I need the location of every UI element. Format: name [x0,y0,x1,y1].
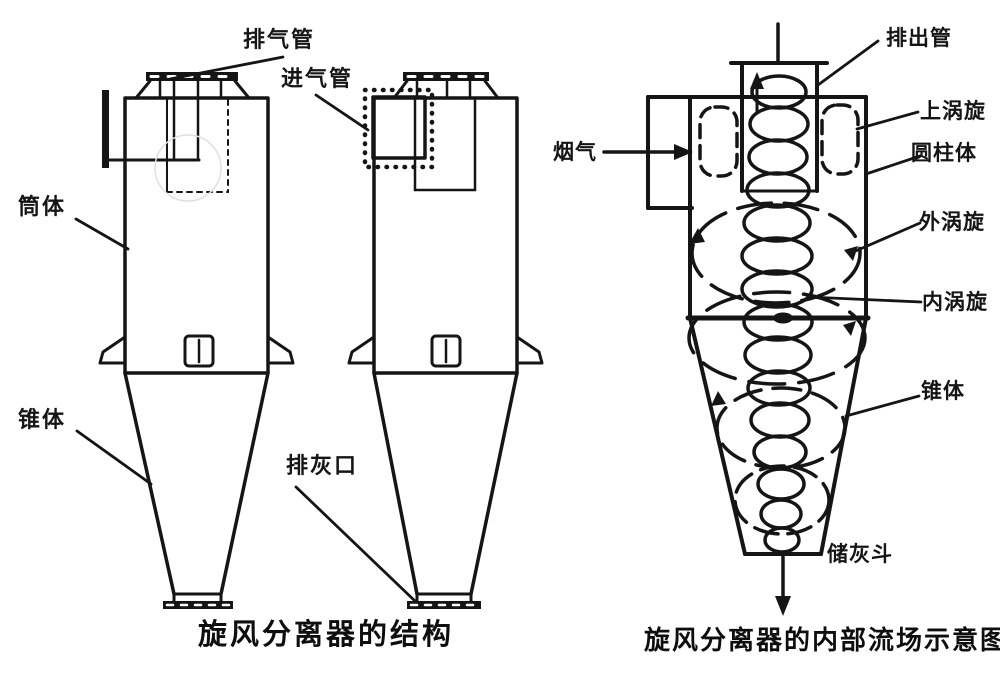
left-figure-caption: 旋风分离器的结构 [198,617,455,651]
right-figure-leader-lines [806,39,923,418]
label-discharge-pipe: 排出管 [886,26,952,50]
down-arrow [775,555,791,616]
up-arrow [750,72,764,114]
cyclone-front-view [98,72,295,609]
label-ash-hopper: 储灰斗 [827,542,893,566]
flow-field-diagram [602,22,871,616]
label-cone: 锥体 [921,379,965,403]
right-figure-caption: 旋风分离器的内部流场示意图 [644,626,1000,656]
label-cone-body: 锥体 [18,408,67,433]
label-inner-vortex: 内涡旋 [922,290,988,314]
label-cylinder-body: 筒体 [18,195,67,220]
outer-vortex-swirls [687,201,867,536]
label-outer-vortex: 外涡旋 [919,210,985,234]
label-upper-vortex: 上涡旋 [920,99,986,123]
label-ash-outlet: 排灰口 [286,454,359,479]
left-figure-leader-lines [74,55,417,603]
cyclone-side-view [347,72,544,609]
label-intake-pipe: 进气管 [281,67,354,92]
label-cylindrical-body: 圆柱体 [911,141,977,165]
label-flue-gas: 烟气 [553,140,597,164]
flue-gas-arrow [602,144,693,160]
label-exhaust-pipe: 排气管 [243,28,316,53]
